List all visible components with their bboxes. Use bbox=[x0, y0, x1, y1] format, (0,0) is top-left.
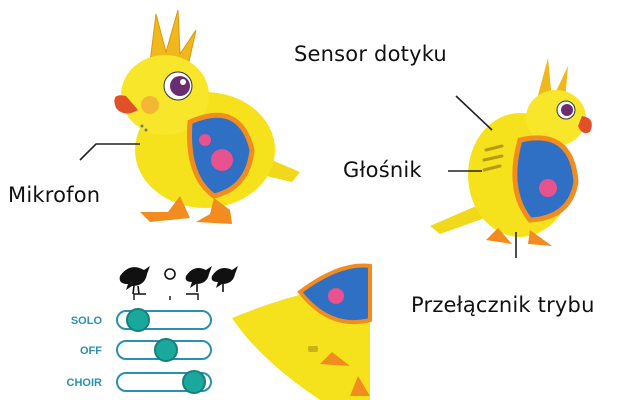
mode-knob-off bbox=[154, 338, 178, 362]
mode-switch-label: Przełącznik trybu bbox=[411, 293, 595, 317]
bird-closeup-view bbox=[232, 266, 370, 400]
two-birds-icon bbox=[186, 266, 238, 292]
microphone-leader-line bbox=[80, 144, 140, 160]
mode-icons bbox=[120, 266, 238, 300]
mode-label-choir: CHOIR bbox=[42, 377, 102, 389]
mode-track-solo bbox=[116, 310, 212, 330]
bird-front-view bbox=[114, 10, 300, 224]
mode-track-off bbox=[116, 340, 212, 360]
off-circle-icon bbox=[165, 269, 175, 279]
bird-side-view bbox=[430, 58, 592, 246]
touch-sensor-label: Sensor dotyku bbox=[294, 42, 447, 66]
mode-label-off: OFF bbox=[42, 345, 102, 357]
speaker-label: Głośnik bbox=[343, 158, 422, 182]
touch-sensor-leader-line bbox=[456, 96, 492, 130]
microphone-label: Mikrofon bbox=[8, 183, 100, 207]
mode-label-solo: SOLO bbox=[42, 315, 102, 327]
mode-track-choir bbox=[116, 372, 212, 392]
single-bird-icon bbox=[120, 266, 150, 294]
mode-knob-choir bbox=[182, 370, 206, 394]
mode-knob-solo bbox=[126, 308, 150, 332]
